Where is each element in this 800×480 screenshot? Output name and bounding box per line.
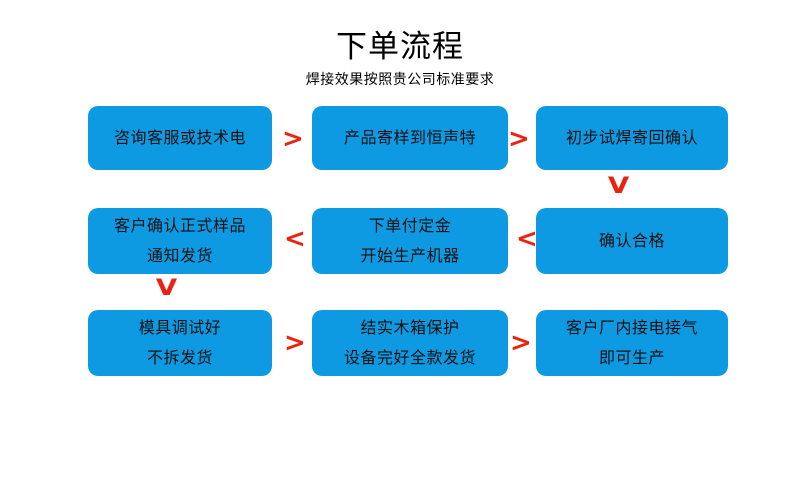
flow-box-line: 不拆发货 <box>146 348 213 367</box>
flow-box-line: 确认合格 <box>598 231 665 250</box>
flow-box-line: 产品寄样到恒声特 <box>343 128 476 147</box>
flow-box-mold-ready[interactable]: 模具调试好 不拆发货 <box>88 310 272 376</box>
flow-box-line: 客户厂内接电接气 <box>565 318 698 337</box>
arrow-right-icon: > <box>510 328 532 358</box>
arrow-down-icon: V <box>607 174 630 199</box>
page-title: 下单流程 <box>336 29 464 65</box>
flow-box-onsite-ready[interactable]: 客户厂内接电接气 即可生产 <box>536 310 728 376</box>
flow-box-deposit-produce[interactable]: 下单付定金 开始生产机器 <box>312 208 508 274</box>
arrow-right-icon: > <box>284 328 306 358</box>
flow-box-send-sample[interactable]: 产品寄样到恒声特 <box>312 106 508 170</box>
flow-box-line: 设备完好全款发货 <box>343 348 476 367</box>
flow-box-line: 下单付定金 <box>368 216 452 235</box>
arrow-left-icon: < <box>284 224 306 254</box>
arrow-down-icon: V <box>155 276 178 301</box>
flow-box-confirm-sample[interactable]: 客户确认正式样品 通知发货 <box>88 208 272 274</box>
flow-box-line: 结实木箱保护 <box>360 318 460 337</box>
flow-box-line: 即可生产 <box>598 348 665 367</box>
flow-box-wood-crate[interactable]: 结实木箱保护 设备完好全款发货 <box>312 310 508 376</box>
flow-box-line: 客户确认正式样品 <box>113 216 246 235</box>
flow-box-line: 开始生产机器 <box>360 246 460 265</box>
arrow-right-icon: > <box>508 124 530 154</box>
flow-box-qualified[interactable]: 确认合格 <box>536 208 728 274</box>
flow-box-line: 初步试焊寄回确认 <box>565 128 698 147</box>
flow-box-trial-weld[interactable]: 初步试焊寄回确认 <box>536 106 728 170</box>
flow-box-line: 通知发货 <box>146 246 213 265</box>
page-subtitle: 焊接效果按照贵公司标准要求 <box>305 72 495 88</box>
arrow-right-icon: > <box>282 124 304 154</box>
arrow-left-icon: < <box>516 224 538 254</box>
flow-box-line: 模具调试好 <box>138 318 222 337</box>
flow-box-line: 咨询客服或技术电 <box>113 128 246 147</box>
flow-box-consult[interactable]: 咨询客服或技术电 <box>88 106 272 170</box>
header: 下单流程 焊接效果按照贵公司标准要求 <box>0 28 800 90</box>
